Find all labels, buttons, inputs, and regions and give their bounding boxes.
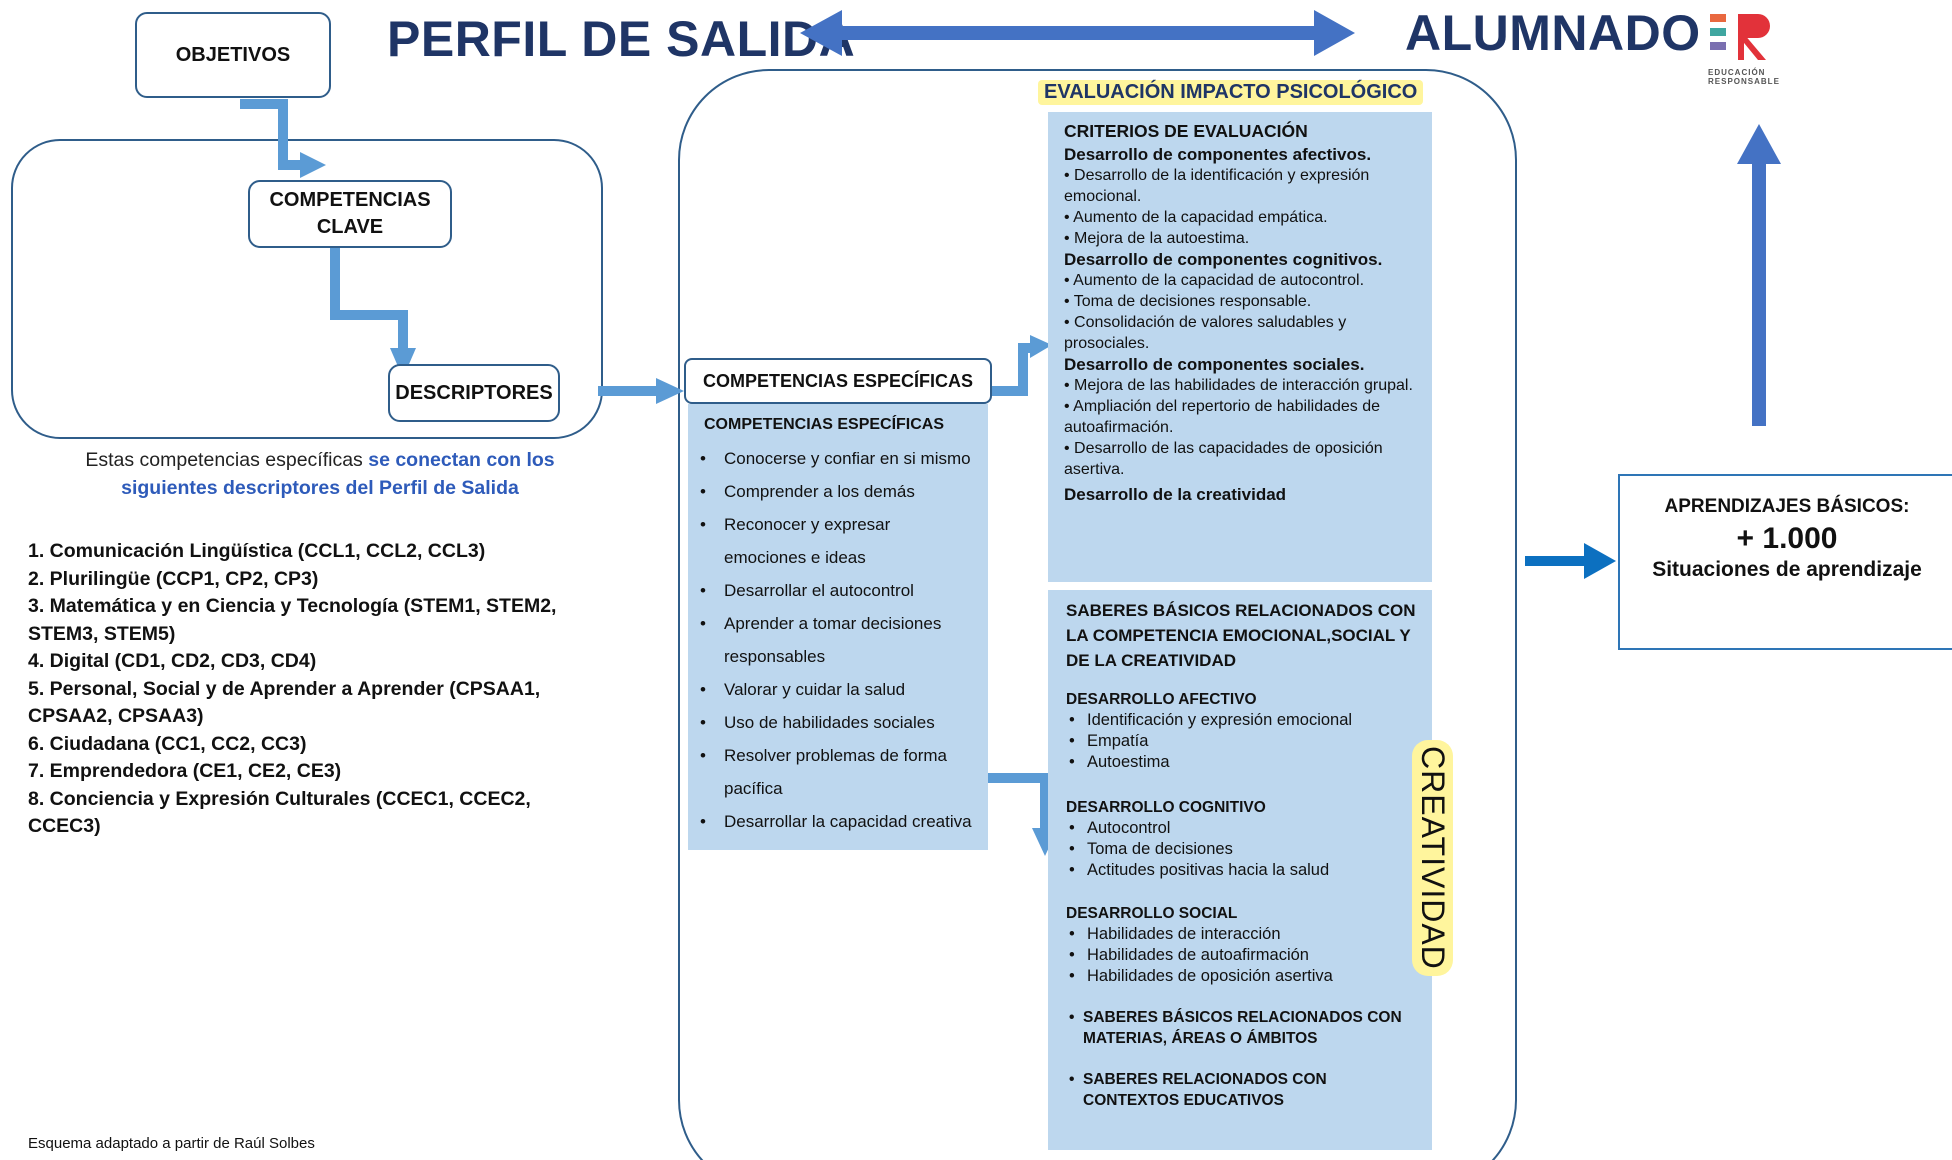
er-logo-icon <box>1710 14 1770 60</box>
list-item: Empatía <box>1066 731 1426 752</box>
list-item: Toma de decisiones <box>1066 839 1426 860</box>
alumnado-title: ALUMNADO <box>1405 5 1701 61</box>
aprendizajes-sub: Situaciones de aprendizaje <box>1652 558 1922 581</box>
cognitivo-list: Autocontrol Toma de decisiones Actitudes… <box>1066 818 1426 881</box>
list-item: SABERES BÁSICOS RELACIONADOS CON MATERIA… <box>1066 1007 1426 1049</box>
social-list: Habilidades de interacción Habilidades d… <box>1066 924 1426 987</box>
list-item: Comprender a los demás <box>688 475 988 508</box>
criterio-item: • Consolidación de valores saludables y … <box>1064 314 1347 352</box>
criterios-heading: CRITERIOS DE EVALUACIÓN <box>1064 121 1308 141</box>
list-item: Autocontrol <box>1066 818 1426 839</box>
criterio-item: • Mejora de las habilidades de interacci… <box>1064 377 1413 394</box>
list-item: Desarrollar la capacidad creativa <box>688 805 988 838</box>
saberes-panel: SABERES BÁSICOS RELACIONADOS CON LA COMP… <box>1048 590 1432 1150</box>
competencias-panel: COMPETENCIAS ESPECÍFICAS Conocerse y con… <box>688 404 988 850</box>
saberes-bold-list: SABERES BÁSICOS RELACIONADOS CON MATERIA… <box>1066 1007 1426 1111</box>
logo: EDUCACIÓN RESPONSABLE <box>1708 4 1808 90</box>
evaluacion-title: EVALUACIÓN IMPACTO PSICOLÓGICO <box>1038 80 1424 105</box>
list-item: Habilidades de interacción <box>1066 924 1426 945</box>
criterio-item: • Desarrollo de la identificación y expr… <box>1064 167 1370 205</box>
criterio-item: • Aumento de la capacidad de autocontrol… <box>1064 272 1365 289</box>
double-arrow-icon <box>800 10 1355 56</box>
aprendizajes-number: + 1.000 <box>1736 522 1838 555</box>
criterio-item: • Mejora de la autoestima. <box>1064 230 1250 247</box>
aprendizajes-label: APRENDIZAJES BÁSICOS: <box>1664 496 1910 517</box>
logo-caption: EDUCACIÓN RESPONSABLE <box>1708 68 1780 86</box>
objetivos-box: OBJETIVOS <box>135 12 331 98</box>
cognitivos-heading: Desarrollo de componentes cognitivos. <box>1064 250 1383 269</box>
descriptor-item: 3. Matemática y en Ciencia y Tecnología … <box>28 595 557 645</box>
list-item: Habilidades de oposición asertiva <box>1066 966 1426 987</box>
criterio-item: • Toma de decisiones responsable. <box>1064 293 1312 310</box>
saberes-title: SABERES BÁSICOS RELACIONADOS CON LA COMP… <box>1066 601 1416 670</box>
connector-text-bold: se conectan con los siguientes descripto… <box>121 449 555 499</box>
perfil-de-salida-title: PERFIL DE SALIDA <box>387 11 856 67</box>
descriptor-item: 7. Emprendedora (CE1, CE2, CE3) <box>28 760 342 782</box>
list-item: Reconocer y expresar emociones e ideas <box>688 508 914 574</box>
connector-text-plain: Estas competencias específicas <box>85 449 369 471</box>
competencias-panel-title: COMPETENCIAS ESPECÍFICAS <box>704 416 945 433</box>
criterio-item: • Aumento de la capacidad empática. <box>1064 209 1328 226</box>
competencias-group-frame <box>11 139 603 439</box>
list-item: Conocerse y confiar en si mismo <box>688 442 988 475</box>
cognitivo-heading: DESARROLLO COGNITIVO <box>1066 799 1266 816</box>
competencias-clave-box: COMPETENCIAS CLAVE <box>248 180 452 248</box>
descriptor-item: 8. Conciencia y Expresión Culturales (CC… <box>28 787 531 838</box>
list-item: Uso de habilidades sociales <box>688 706 988 739</box>
criterio-item: • Desarrollo de las capacidades de oposi… <box>1064 440 1383 478</box>
competencias-especificas-box: COMPETENCIAS ESPECÍFICAS <box>684 358 992 404</box>
descriptor-item: 4. Digital (CD1, CD2, CD3, CD4) <box>28 650 317 672</box>
list-item: Desarrollar el autocontrol <box>688 574 988 607</box>
criterio-item: • Ampliación del repertorio de habilidad… <box>1064 398 1381 436</box>
list-item: Valorar y cuidar la salud <box>688 673 988 706</box>
descriptor-item: 6. Ciudadana (CC1, CC2, CC3) <box>28 732 307 755</box>
afectivo-list: Identificación y expresión emocional Emp… <box>1066 710 1426 773</box>
competencias-list: Conocerse y confiar en si mismo Comprend… <box>688 442 988 838</box>
aprendizajes-box: APRENDIZAJES BÁSICOS: + 1.000 Situacione… <box>1618 474 1952 650</box>
list-item: Autoestima <box>1066 752 1426 773</box>
list-item: Habilidades de autoafirmación <box>1066 945 1426 966</box>
footer-credit: Esquema adaptado a partir de Raúl Solbes <box>28 1135 315 1152</box>
afectivo-heading: DESARROLLO AFECTIVO <box>1066 691 1257 708</box>
sociales-heading: Desarrollo de componentes sociales. <box>1064 355 1365 374</box>
criterios-panel: CRITERIOS DE EVALUACIÓN Desarrollo de co… <box>1048 112 1432 582</box>
connector-text: Estas competencias específicas se conect… <box>60 446 580 502</box>
descriptor-item: 5. Personal, Social y de Aprender a Apre… <box>28 677 541 728</box>
center-group-frame <box>678 69 1517 1160</box>
descriptor-list: 1. Comunicación Lingüística (CCL1, CCL2,… <box>28 538 608 841</box>
creatividad-heading: Desarrollo de la creatividad <box>1064 485 1287 504</box>
list-item: Aprender a tomar decisiones responsables <box>688 607 964 673</box>
social-heading: DESARROLLO SOCIAL <box>1066 905 1238 922</box>
descriptores-box: DESCRIPTORES <box>388 364 560 422</box>
afectivos-heading: Desarrollo de componentes afectivos. <box>1064 145 1372 164</box>
creatividad-vertical-label: CREATIVIDAD <box>1412 740 1453 976</box>
list-item: Identificación y expresión emocional <box>1066 710 1426 731</box>
list-item: Resolver problemas de forma pacífica <box>688 739 964 805</box>
list-item: Actitudes positivas hacia la salud <box>1066 860 1426 881</box>
list-item: SABERES RELACIONADOS CON CONTEXTOS EDUCA… <box>1066 1069 1426 1111</box>
descriptor-item: 2. Plurilingüe (CCP1, CP2, CP3) <box>28 567 319 590</box>
descriptor-item: 1. Comunicación Lingüística (CCL1, CCL2,… <box>28 540 486 562</box>
